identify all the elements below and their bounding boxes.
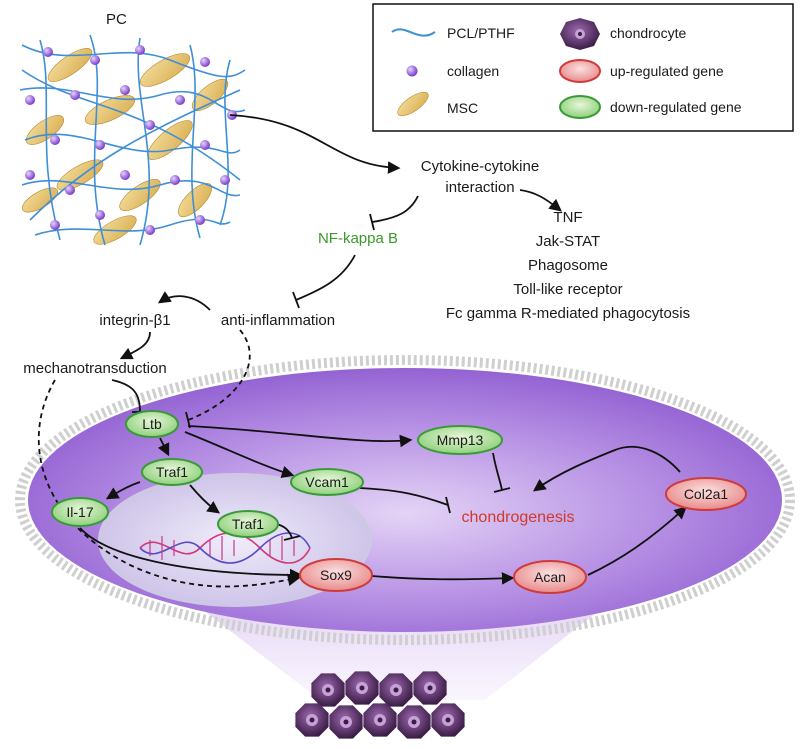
gene-node-traf1: Traf1 (141, 458, 203, 486)
arrow-traf1-to-il17 (105, 481, 141, 500)
chondrocyte-cell-icon (311, 673, 345, 707)
arrow-ltb-to-vcam1 (184, 431, 295, 479)
arrows (37, 114, 687, 588)
arrow-ltb-to-traf1 (157, 437, 170, 457)
inhibit-bar-vcam1 (445, 496, 451, 514)
arrow-scaffold-to-cytokine (229, 114, 401, 174)
gene-node-col2a1: Col2a1 (665, 477, 747, 511)
arrow-acan-to-col2a1 (587, 506, 687, 576)
gene-node-mmp13: Mmp13 (417, 425, 503, 455)
dashed-antiinflammation-to-ltb (187, 329, 251, 421)
inhibit-bar-dna (283, 535, 301, 541)
legend-label-collagen: collagen (447, 63, 499, 79)
gene-node-ltb: Ltb (125, 410, 179, 438)
arrow-antiinflammation-to-integrin (157, 291, 211, 311)
downstream-item-jakstat: Jak-STAT (536, 233, 600, 250)
integrin-label: integrin-β1 (99, 312, 170, 329)
gene-node-il17: Il-17 (51, 497, 109, 527)
collagen-particles (25, 45, 237, 235)
upper-pathway: Cytokine-cytokine interaction NF-kappa B… (23, 158, 690, 377)
arrow-col2a1-to-chondro (532, 445, 681, 492)
inhibit-vcam1-to-chondro (359, 487, 449, 506)
cytokine-label-line1: Cytokine-cytokine (421, 158, 539, 175)
gene-label-sox9: Sox9 (320, 567, 352, 583)
chondrocyte-icon (560, 18, 600, 50)
chondrocyte-cell-icon (431, 703, 465, 737)
chondrocyte-cell-icon (413, 671, 447, 705)
chondrocyte-cell-icon (295, 703, 329, 737)
red-oval-icon (559, 59, 601, 83)
inhibit-nfkb-to-antiinflammation (295, 254, 356, 301)
green-oval-icon (559, 95, 601, 119)
gene-label-ltb: Ltb (142, 416, 162, 432)
inhibit-mmp13-to-chondro (492, 452, 503, 491)
gene-label-mmp13: Mmp13 (437, 432, 484, 448)
arrow-il17-to-sox9 (79, 527, 303, 582)
inhibit-bar-mmp13 (493, 487, 511, 493)
chondrocyte-cell-icon (329, 705, 363, 739)
gene-label-vcam1: Vcam1 (305, 474, 349, 490)
dna-helix-icon (139, 532, 311, 564)
anti-inflammation-label: anti-inflammation (221, 312, 335, 329)
chondrogenesis-label: chondrogenesis (462, 509, 575, 526)
legend-label-up: up-regulated gene (610, 63, 724, 79)
downstream-item-phagosome: Phagosome (528, 257, 608, 274)
fiber-line-icon (391, 28, 436, 37)
inhibit-cytokine-to-nfkb (371, 195, 419, 223)
arrow-traf1-to-nuclear-traf1 (189, 484, 221, 514)
dashed-mechano-to-sox9 (37, 379, 301, 588)
inhibit-bar-nfkb (369, 213, 375, 231)
chondrocyte-cell-icon (345, 671, 379, 705)
legend-label-down: down-regulated gene (610, 99, 742, 115)
gene-node-vcam1: Vcam1 (290, 468, 364, 496)
gene-label-traf1: Traf1 (156, 464, 188, 480)
legend-label-chondrocyte: chondrocyte (610, 25, 686, 41)
inhibit-bar-antiinflammation (292, 291, 300, 309)
downstream-item-fcgamma: Fc gamma R-mediated phagocytosis (446, 305, 690, 322)
arrow-sox9-to-acan (371, 572, 515, 585)
gene-node-traf1-nucleus: Traf1 (217, 510, 279, 538)
purple-dot-icon (406, 65, 418, 77)
gene-label-col2a1: Col2a1 (684, 486, 729, 502)
chondrocyte-cell-icon (379, 673, 413, 707)
arrow-ltb-to-mmp13 (187, 425, 413, 448)
legend-label-fiber: PCL/PTHF (447, 25, 515, 41)
gene-nodes: Ltb Traf1 Il-17 Traf1 Vcam1 Mmp13 Sox9 (51, 410, 747, 594)
legend-label-msc: MSC (447, 100, 478, 116)
chondrocyte-cluster (295, 671, 465, 739)
gene-label-acan: Acan (534, 569, 566, 585)
scaffold-illustration: PC (19, 11, 246, 246)
nfkb-label: NF-kappa B (318, 230, 398, 247)
downstream-item-tlr: Toll-like receptor (513, 281, 622, 298)
chondrocyte-cell (15, 355, 795, 700)
arrow-integrin-to-mechano (119, 331, 151, 360)
cell-membrane (15, 355, 795, 645)
inhibit-mechano-to-ltb (111, 379, 141, 413)
chondrocyte-cell-icon (363, 703, 397, 737)
legend: PCL/PTHF collagen MSC chondrocyte up-reg… (372, 3, 794, 132)
msc-cell-icon (397, 91, 429, 117)
arrow-cytokine-to-downstream (519, 189, 562, 212)
scaffold-title: PC (106, 11, 127, 28)
gene-label-traf1-nucleus: Traf1 (232, 516, 264, 532)
chondrocyte-cell-icon (397, 705, 431, 739)
downstream-item-tnf: TNF (553, 209, 582, 226)
cytokine-label-line2: interaction (445, 179, 514, 196)
mechanotransduction-label: mechanotransduction (23, 360, 166, 377)
gene-node-sox9: Sox9 (299, 558, 373, 592)
gene-label-il17: Il-17 (66, 504, 93, 520)
gene-node-acan: Acan (513, 560, 587, 594)
